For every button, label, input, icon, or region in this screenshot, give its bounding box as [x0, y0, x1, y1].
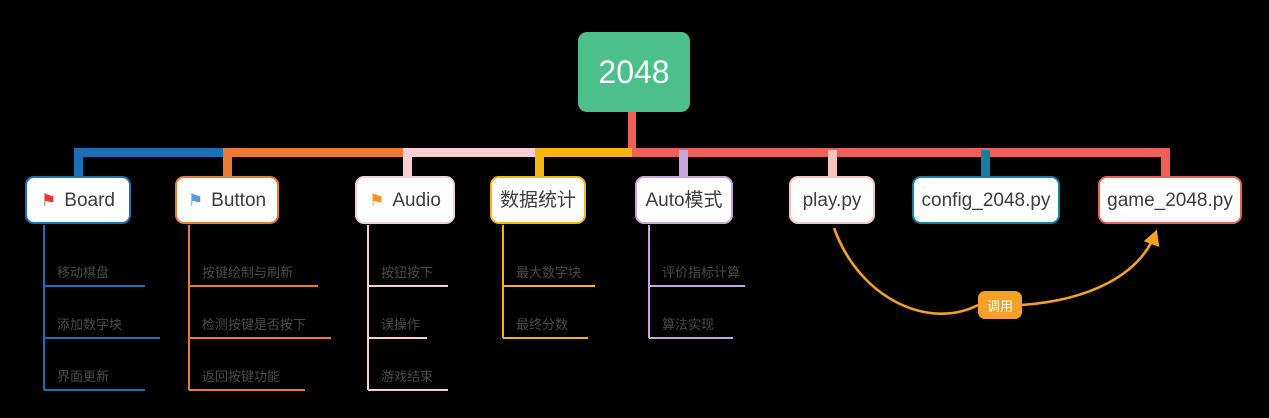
call-edge-label[interactable]: 调用 [978, 291, 1022, 319]
drop-auto [679, 150, 688, 178]
leaf-item[interactable]: 最终分数 [502, 292, 599, 338]
call-arrow [832, 227, 979, 315]
leaf-item[interactable]: 评价指标计算 [648, 240, 758, 286]
root-label: 2048 [598, 54, 670, 90]
node-board[interactable]: ⚑ Board [25, 176, 131, 224]
subtree-stats [502, 225, 595, 339]
leaf-label: 游戏结束 [381, 369, 434, 384]
bar-red [632, 148, 1170, 157]
orange-flag-icon: ⚑ [369, 190, 385, 210]
leaf-label: 按钮按下 [381, 265, 434, 280]
call-arrow-2 [1021, 229, 1160, 307]
leaf-item[interactable]: 返回按键功能 [188, 344, 305, 390]
blue-flag-icon: ⚑ [187, 190, 204, 210]
node-audio[interactable]: ⚑ Audio [355, 176, 455, 224]
drop-button [223, 150, 232, 178]
drop-play [828, 150, 837, 178]
leaf-item[interactable]: 最大数字块 [502, 240, 607, 286]
node-play-py-label: play.py [802, 189, 862, 211]
call-edge-text: 调用 [986, 298, 1013, 314]
red-flag-icon: ⚑ [41, 190, 57, 210]
leaf-label: 误操作 [381, 317, 421, 332]
node-config-py-label: config_2048.py [921, 189, 1051, 211]
root-node-2048[interactable]: 2048 [578, 32, 690, 112]
node-auto-mode[interactable]: Auto模式 [635, 176, 733, 224]
leaf-label: 最大数字块 [516, 265, 582, 280]
leaf-item[interactable]: 游戏结束 [367, 344, 467, 390]
leaf-item[interactable]: 检测按键是否按下 [188, 292, 332, 338]
leaf-item[interactable]: 移动棋盘 [43, 240, 165, 286]
leaf-label: 移动棋盘 [57, 265, 110, 280]
bar-pink [403, 148, 538, 157]
bar-yellow [535, 148, 635, 157]
leaf-label: 评价指标计算 [662, 265, 741, 280]
drop-config [981, 150, 990, 178]
drop-audio [403, 150, 412, 178]
leaf-label: 返回按键功能 [202, 369, 281, 384]
subtree-board [43, 225, 160, 391]
leaf-item[interactable]: 界面更新 [43, 344, 165, 390]
bar-blue [74, 148, 226, 157]
node-board-label: Board [64, 189, 115, 211]
subtree-button [188, 225, 331, 391]
leaf-item[interactable]: 按键绘制与刷新 [188, 240, 318, 286]
drop-game [1161, 150, 1170, 178]
leaf-label: 按键绘制与刷新 [202, 265, 294, 280]
drop-board [74, 150, 83, 178]
leaf-item[interactable]: 添加数字块 [43, 292, 180, 338]
subtree-auto [648, 225, 745, 339]
node-stats[interactable]: 数据统计 [490, 176, 586, 224]
leaf-item[interactable]: 按钮按下 [367, 240, 467, 286]
node-stats-label: 数据统计 [499, 189, 576, 211]
node-button[interactable]: ⚑ Button [175, 176, 279, 224]
node-play-py[interactable]: play.py [789, 176, 875, 224]
leaf-label: 添加数字块 [57, 317, 123, 332]
node-button-label: Button [211, 189, 267, 211]
drop-stats [535, 150, 544, 178]
leaf-label: 界面更新 [57, 369, 110, 384]
root-stem [628, 112, 636, 150]
node-audio-label: Audio [392, 189, 441, 211]
bar-orange [223, 148, 406, 157]
node-config-py[interactable]: config_2048.py [912, 176, 1060, 224]
node-auto-mode-label: Auto模式 [645, 189, 723, 211]
node-game-py-label: game_2048.py [1107, 189, 1233, 211]
node-game-py[interactable]: game_2048.py [1098, 176, 1242, 224]
leaf-label: 检测按键是否按下 [202, 317, 307, 332]
leaf-item[interactable]: 算法实现 [648, 292, 738, 338]
leaf-item[interactable]: 误操作 [367, 292, 447, 338]
subtree-audio [367, 225, 448, 391]
leaf-label: 最终分数 [516, 317, 569, 332]
leaf-label: 算法实现 [662, 317, 715, 332]
